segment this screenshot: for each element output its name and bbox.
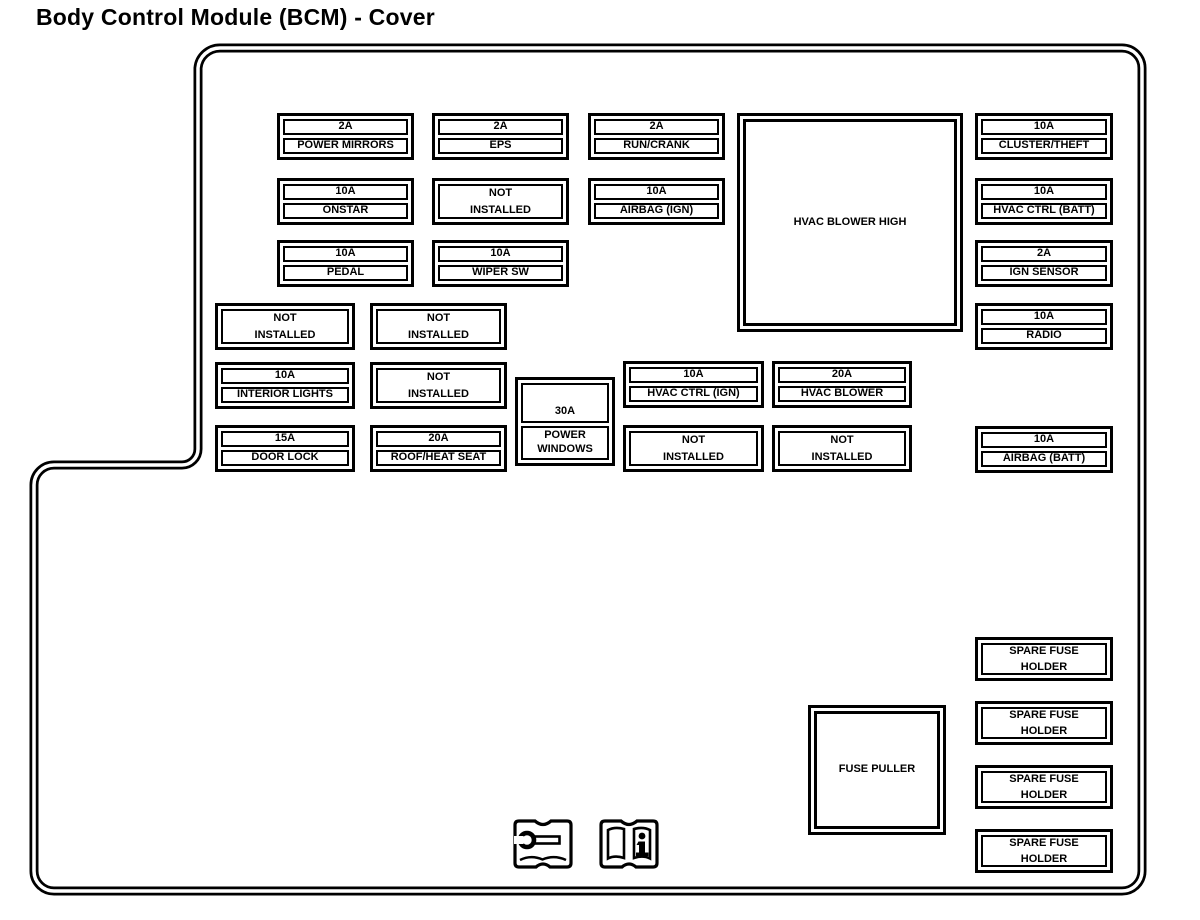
fuse-airbag-batt-amp: 10A [981,432,1107,448]
fuse-pedal-amp: 10A [283,246,408,262]
fuse-hvac-blower-label: HVAC BLOWER [778,386,906,402]
fuse-door-lock-amp: 15A [221,431,349,447]
fuse-wiper-sw-amp: 10A [438,246,563,262]
fuse-onstar: 10A ONSTAR [277,178,414,225]
fuse-power-mirrors: 2A POWER MIRRORS [277,113,414,160]
fuse-wiper-sw: 10A WIPER SW [432,240,569,287]
fuse-power-mirrors-label: POWER MIRRORS [283,138,408,154]
fuse-interior-lights-amp: 10A [221,368,349,384]
fuse-cluster-theft-amp: 10A [981,119,1107,135]
fuse-pedal: 10A PEDAL [277,240,414,287]
fuse-hvac-blower-amp: 20A [778,367,906,383]
fuse-door-lock-label: DOOR LOCK [221,450,349,466]
owner-manual-icon [599,819,659,869]
box-fuse-puller: FUSE PULLER [808,705,946,835]
service-manual-icon [513,819,573,869]
fuse-cluster-theft: 10A CLUSTER/THEFT [975,113,1113,160]
fuse-ign-sensor: 2A IGN SENSOR [975,240,1113,287]
fuse-radio-label: RADIO [981,328,1107,344]
fuse-airbag-batt: 10A AIRBAG (BATT) [975,426,1113,473]
fuse-power-mirrors-amp: 2A [283,119,408,135]
fuse-hvac-ctrl-batt-amp: 10A [981,184,1107,200]
fuse-ign-sensor-amp: 2A [981,246,1107,262]
fuse-hvac-ctrl-batt-label: HVAC CTRL (BATT) [981,203,1107,219]
fuse-radio: 10A RADIO [975,303,1113,350]
fuse-hvac-ctrl-ign-label: HVAC CTRL (IGN) [629,386,758,402]
fuse-hvac-blower: 20A HVAC BLOWER [772,361,912,408]
fuse-airbag-batt-label: AIRBAG (BATT) [981,451,1107,467]
fuse-roof-heat-seat: 20A ROOF/HEAT SEAT [370,425,507,472]
fuse-radio-amp: 10A [981,309,1107,325]
fuse-eps-amp: 2A [438,119,563,135]
box-hvac-blower-high: HVAC BLOWER HIGH [737,113,963,332]
page-title: Body Control Module (BCM) - Cover [36,4,435,30]
fuse-hvac-ctrl-ign-amp: 10A [629,367,758,383]
box-hvac-blower-high-label: HVAC BLOWER HIGH [743,119,957,326]
fuse-ign-sensor-label: IGN SENSOR [981,265,1107,281]
fuse-hvac-ctrl-batt: 10A HVAC CTRL (BATT) [975,178,1113,225]
fuse-run-crank-amp: 2A [594,119,719,135]
fuse-onstar-amp: 10A [283,184,408,200]
fuse-hvac-ctrl-ign: 10A HVAC CTRL (IGN) [623,361,764,408]
fuse-roof-heat-seat-amp: 20A [376,431,501,447]
fuse-onstar-label: ONSTAR [283,203,408,219]
fuse-eps: 2A EPS [432,113,569,160]
fuse-eps-label: EPS [438,138,563,154]
fuse-run-crank: 2A RUN/CRANK [588,113,725,160]
fuse-power-windows-amp: 30A [521,383,609,424]
fuse-cluster-theft-label: CLUSTER/THEFT [981,138,1107,154]
fuse-roof-heat-seat-label: ROOF/HEAT SEAT [376,450,501,466]
fuse-interior-lights-label: INTERIOR LIGHTS [221,387,349,403]
fuse-interior-lights: 10A INTERIOR LIGHTS [215,362,355,409]
fuse-run-crank-label: RUN/CRANK [594,138,719,154]
box-fuse-puller-label: FUSE PULLER [814,711,940,829]
fuse-door-lock: 15A DOOR LOCK [215,425,355,472]
fuse-airbag-ign-label: AIRBAG (IGN) [594,203,719,219]
fuse-pedal-label: PEDAL [283,265,408,281]
fuse-wiper-sw-label: WIPER SW [438,265,563,281]
fuse-airbag-ign: 10A AIRBAG (IGN) [588,178,725,225]
fuse-airbag-ign-amp: 10A [594,184,719,200]
